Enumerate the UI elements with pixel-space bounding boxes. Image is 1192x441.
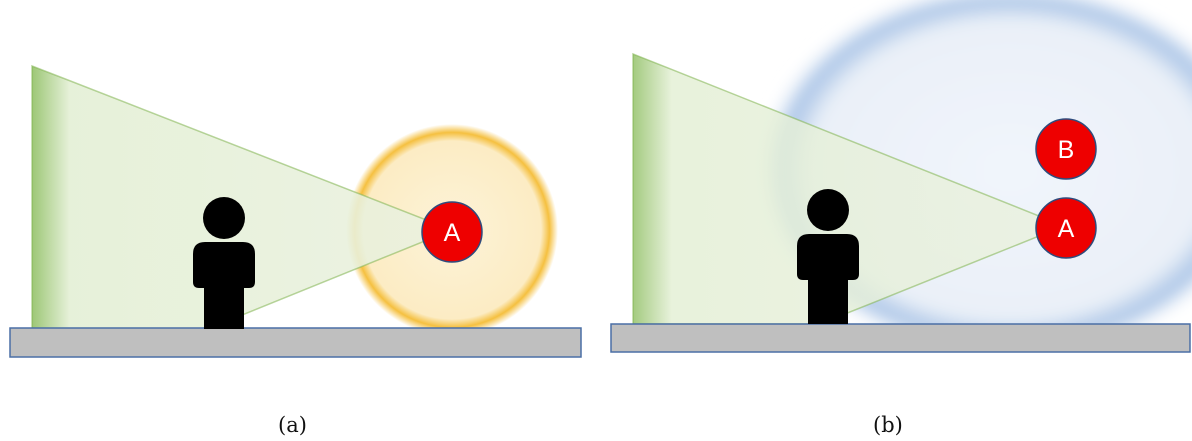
- person-icon: [797, 189, 859, 324]
- marker-b: B: [1035, 118, 1097, 180]
- panel-a: A: [9, 64, 582, 358]
- marker-a-label: A: [444, 219, 461, 247]
- marker-a: A: [421, 201, 483, 263]
- person-icon: [193, 197, 255, 329]
- marker-a-circle: [421, 201, 483, 263]
- ground-platform: [610, 323, 1191, 353]
- marker-b-label: B: [1058, 136, 1075, 164]
- ground-platform: [9, 327, 582, 358]
- caption-a: (a): [278, 413, 307, 437]
- marker-a-label: A: [1058, 215, 1075, 243]
- marker-a-circle: [1035, 197, 1097, 259]
- caption-b: (b): [873, 413, 903, 437]
- marker-b-circle: [1035, 118, 1097, 180]
- panel-b: B A: [610, 0, 1192, 353]
- marker-a: A: [1035, 197, 1097, 259]
